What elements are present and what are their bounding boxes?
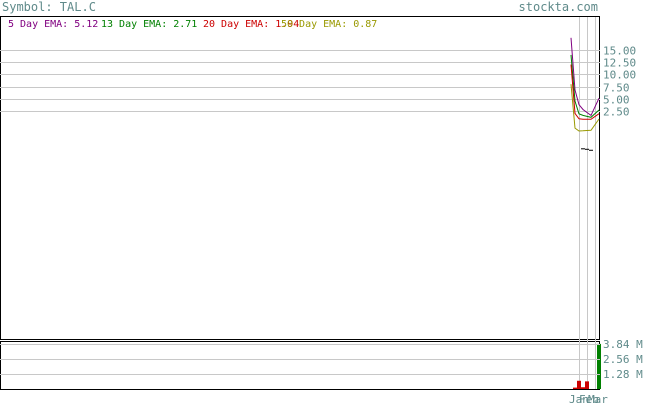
legend-ema13: 13 Day EMA: 2.71 (101, 19, 197, 30)
price-tick-label: 12.50 (603, 57, 636, 70)
volume-bar (581, 387, 585, 389)
price-tick-label: 7.50 (603, 82, 630, 95)
legend-ema5: 5 Day EMA: 5.12 (8, 19, 98, 30)
ema-line (570, 84, 600, 132)
price-tick-label: 2.50 (603, 106, 630, 119)
price-tick-label: 15.00 (603, 45, 636, 58)
volume-bar (585, 381, 589, 389)
ema-series (570, 37, 600, 132)
legend-ema50: 50 Day EMA: 0.87 (281, 19, 377, 30)
volume-tick-label: 1.28 M (603, 368, 643, 381)
symbol-label: Symbol: TAL.C (2, 0, 96, 14)
ema-line (570, 64, 600, 120)
grid-lines (0, 17, 600, 389)
date-tick-label: Feb (579, 393, 599, 406)
site-label: stockta.com (519, 0, 598, 14)
volume-axis-labels: 3.84 M 2.56 M 1.28 M (0, 338, 643, 381)
volume-bar (597, 343, 601, 389)
legend-ema20: 20 Day EMA: 1.94 (203, 19, 299, 30)
price-panel-frame (0, 16, 600, 340)
price-tick-label: 5.00 (603, 94, 630, 107)
volume-panel-frame (0, 341, 600, 390)
legend: 5 Day EMA: 5.12 13 Day EMA: 2.71 20 Day … (8, 19, 377, 30)
ema-line (570, 37, 600, 117)
date-tick-label: Mar (588, 393, 608, 406)
price-candles (581, 148, 593, 151)
volume-tick-label: 3.84 M (603, 338, 643, 351)
volume-bars (573, 343, 601, 389)
volume-bar (577, 380, 581, 389)
volume-tick-label: 2.56 M (603, 353, 643, 366)
ema-line (570, 54, 600, 118)
volume-bar (573, 387, 577, 389)
date-tick-label: Jan (569, 393, 589, 406)
price-tick-label: 10.00 (603, 69, 636, 82)
